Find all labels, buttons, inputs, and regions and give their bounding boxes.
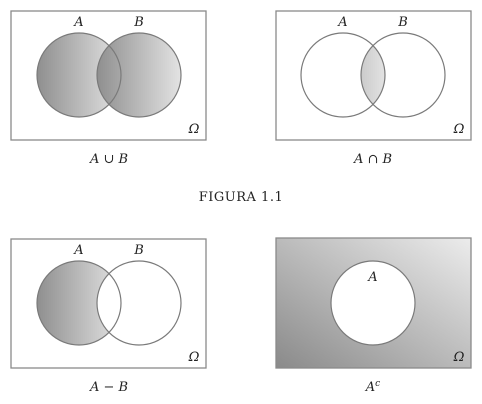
set-a-label: A bbox=[367, 270, 377, 285]
omega-label: Ω bbox=[188, 350, 200, 365]
panel-complement: A Ω Ac bbox=[275, 237, 472, 395]
set-a-label: A bbox=[73, 15, 83, 30]
set-a-label: A bbox=[73, 243, 83, 258]
universe-frame bbox=[10, 10, 207, 141]
set-b-label: B bbox=[133, 243, 144, 258]
circle-a bbox=[300, 32, 386, 118]
universe-frame bbox=[275, 10, 472, 141]
panel-union: A B Ω A ∪ B bbox=[10, 10, 207, 167]
circle-b bbox=[96, 260, 182, 346]
circle-b bbox=[360, 32, 446, 118]
difference-region bbox=[37, 261, 121, 345]
set-b-label: B bbox=[133, 15, 144, 30]
universe-frame bbox=[10, 238, 207, 369]
union-caption: A ∪ B bbox=[89, 152, 128, 167]
circle-a bbox=[330, 260, 416, 346]
figure-label: FIGURA 1.1 bbox=[199, 190, 283, 205]
set-b-label: B bbox=[397, 15, 408, 30]
omega-label: Ω bbox=[453, 122, 465, 137]
omega-label: Ω bbox=[188, 122, 200, 137]
intersection-caption: A ∩ B bbox=[353, 152, 392, 167]
circle-a bbox=[36, 32, 122, 118]
circle-a bbox=[36, 260, 122, 346]
union-region bbox=[37, 33, 181, 117]
circle-b bbox=[96, 32, 182, 118]
set-a-label: A bbox=[337, 15, 347, 30]
panel-intersection: A B Ω A ∩ B bbox=[275, 10, 472, 167]
panel-difference: A B Ω A − B bbox=[10, 238, 207, 395]
omega-label: Ω bbox=[453, 350, 465, 365]
complement-caption: Ac bbox=[365, 379, 380, 395]
difference-caption: A − B bbox=[89, 380, 128, 395]
